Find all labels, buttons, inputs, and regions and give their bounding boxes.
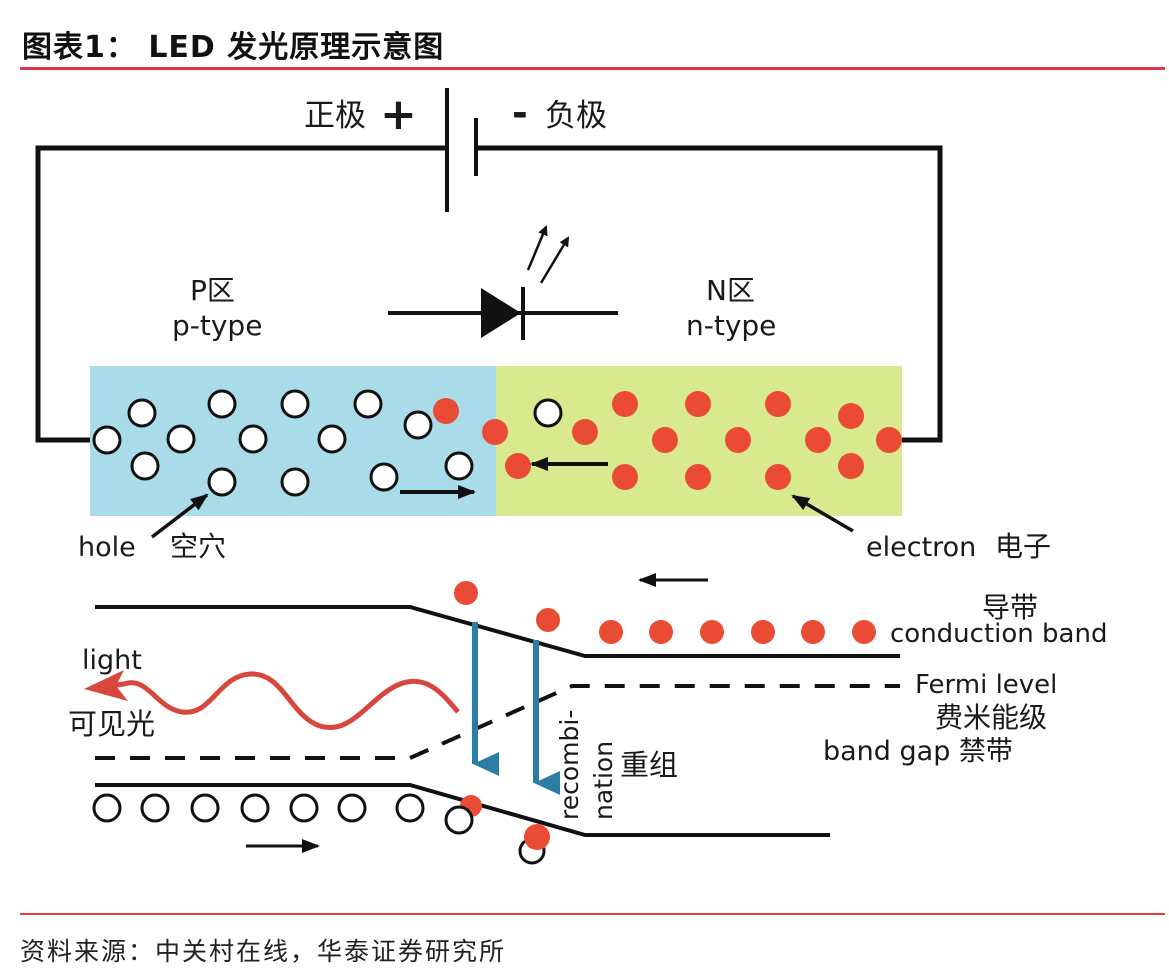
hole-particle [207, 389, 237, 419]
source-note: 资料来源：中关村在线，华泰证券研究所 [20, 937, 507, 966]
minus-symbol: - [512, 91, 528, 135]
light-wave-icon [107, 671, 460, 731]
electron-particle [505, 453, 531, 479]
electron-particle [685, 464, 711, 490]
hole-particle [280, 467, 310, 497]
electron-pointer-arrow [791, 494, 854, 533]
hole-label-cn: 空穴 [170, 530, 226, 563]
electron-particle [765, 391, 791, 417]
p-region-label-en: p-type [172, 309, 262, 342]
hole-particle [130, 451, 160, 481]
electron-label-cn: 电子 [995, 530, 1051, 563]
led-symbol-icon [388, 225, 618, 340]
fermi-level-line [95, 684, 900, 760]
hole-particle [533, 398, 563, 428]
valence-band-line [95, 783, 830, 837]
hole-particle [289, 793, 319, 823]
recombination-label-cn: 重组 [620, 748, 678, 782]
hole-particle [140, 793, 170, 823]
circuit [35, 145, 943, 443]
electron-particle [700, 620, 724, 644]
light-label-en: light [82, 645, 142, 676]
hole-particle [353, 389, 383, 419]
electron-particle [765, 464, 791, 490]
positive-terminal-label: 正极 [304, 98, 366, 134]
n-region-electrons [433, 391, 902, 490]
electron-particle [649, 620, 673, 644]
circuit-wire-right [476, 145, 943, 443]
hole-pointer-arrow [150, 493, 209, 539]
valence-band-holes [92, 793, 425, 823]
hole-particle [444, 451, 474, 481]
electron-particle [751, 620, 775, 644]
electron-particle [572, 419, 598, 445]
electron-particle [612, 464, 638, 490]
hole-particle [403, 410, 433, 440]
band-gap-label: band gap 禁带 [823, 736, 1013, 767]
electron-particle [599, 620, 623, 644]
electron-particle [652, 427, 678, 453]
electron-particle [482, 419, 508, 445]
electron-particle [805, 427, 831, 453]
circuit-wire-left [35, 145, 447, 443]
electron-particle [838, 403, 864, 429]
n-region-label-en: n-type [686, 309, 776, 342]
conduction-band-electrons [454, 581, 876, 644]
hole-particle [337, 793, 367, 823]
n-region-label-cn: N区 [706, 274, 755, 307]
electron-particle [876, 427, 902, 453]
title-divider [20, 67, 1165, 70]
plus-symbol: + [380, 89, 417, 140]
hole-particle [92, 425, 122, 455]
hole-particle [369, 462, 399, 492]
hole-label-en: hole [78, 532, 136, 563]
fermi-level-label-en: Fermi level [915, 670, 1057, 700]
electron-particle [725, 427, 751, 453]
recombination-label-line1: recombi- [555, 710, 584, 820]
hole-particle [127, 398, 157, 428]
electron-particle [801, 620, 825, 644]
battery-icon [445, 88, 478, 212]
hole-particle [280, 389, 310, 419]
hole-particle [238, 424, 268, 454]
electron-particle [536, 608, 560, 632]
recombining-electron [524, 824, 550, 850]
light-arrowhead-icon [84, 670, 128, 701]
figure-title: 图表1： LED 发光原理示意图 [22, 30, 445, 65]
hole-particle [166, 424, 196, 454]
fermi-level-label-cn: 费米能级 [935, 701, 1047, 734]
hole-particle [317, 424, 347, 454]
electron-particle [838, 453, 864, 479]
p-region-holes [92, 389, 563, 497]
hole-particle [92, 793, 122, 823]
electron-label-en: electron [866, 532, 976, 563]
footer-divider [20, 913, 1165, 915]
conduction-band-label-en: conduction band [890, 619, 1107, 649]
electron-particle [454, 581, 478, 605]
hole-particle [190, 793, 220, 823]
recombination-label-line2: nation [589, 741, 618, 820]
hole-particle [395, 793, 425, 823]
electron-particle [852, 620, 876, 644]
n-region [496, 366, 902, 516]
recombining-hole [444, 805, 474, 835]
conduction-band-line [95, 605, 900, 658]
electron-particle [433, 398, 459, 424]
light-label-cn: 可见光 [68, 707, 155, 741]
electron-particle [685, 391, 711, 417]
p-region-label-cn: P区 [190, 274, 235, 307]
hole-particle [207, 467, 237, 497]
hole-particle [240, 793, 270, 823]
electron-particle [612, 391, 638, 417]
negative-terminal-label: 负极 [545, 98, 607, 134]
conduction-band-label-cn: 导带 [982, 591, 1038, 624]
